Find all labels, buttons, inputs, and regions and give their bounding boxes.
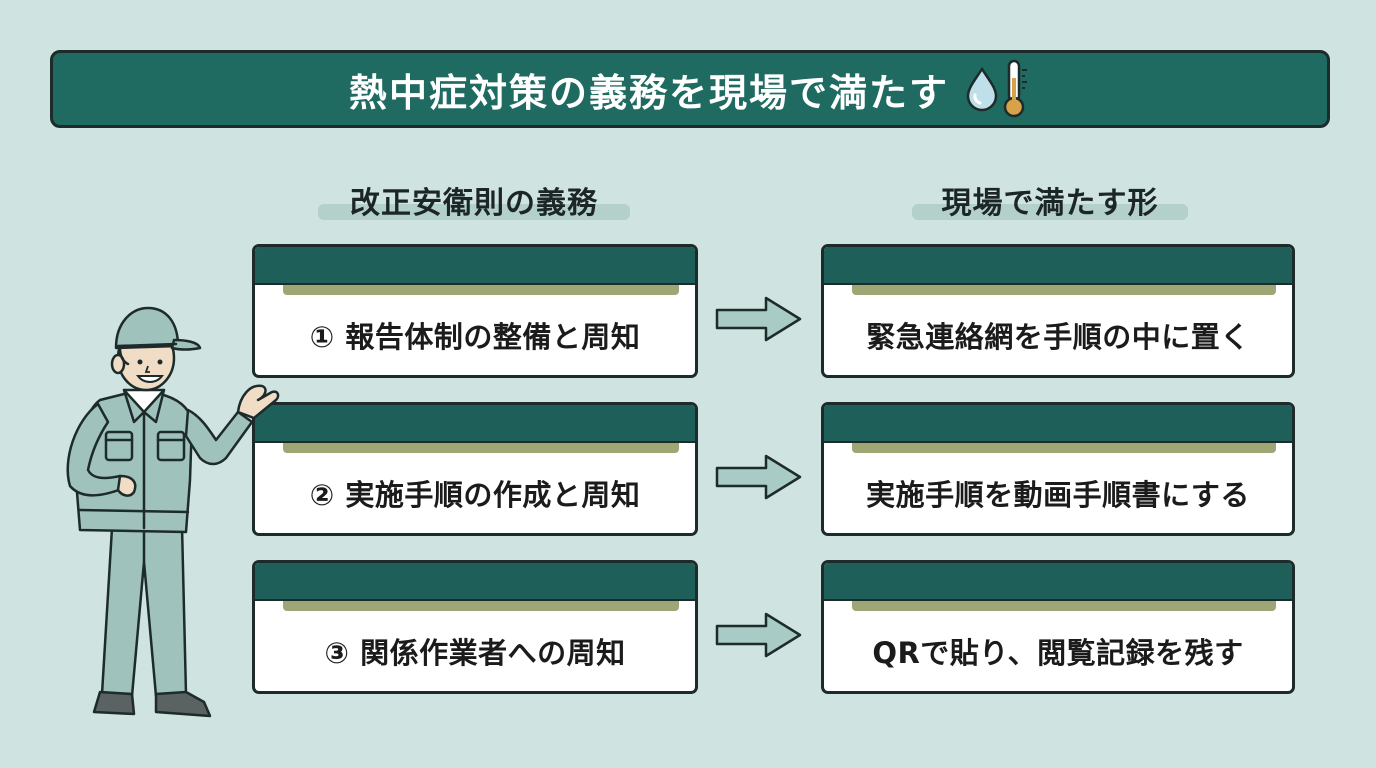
practice-label-2: 実施手順を動画手順書にする bbox=[866, 478, 1250, 512]
card-stripe bbox=[852, 285, 1276, 295]
title-banner: 熱中症対策の義務を現場で満たす bbox=[50, 50, 1330, 128]
practice-label-3: QRで貼り、閲覧記録を残す bbox=[872, 636, 1244, 670]
card-header-bar bbox=[255, 563, 695, 601]
card-stripe bbox=[283, 285, 679, 295]
card-stripe bbox=[852, 443, 1276, 453]
water-drop-icon bbox=[966, 66, 998, 112]
obligation-card-3: ③ 関係作業者への周知 bbox=[252, 560, 698, 694]
practice-card-3: QRで貼り、閲覧記録を残す bbox=[821, 560, 1295, 694]
right-column-header: 現場で満たす形 bbox=[912, 176, 1188, 224]
left-column-header: 改正安衛則の義務 bbox=[318, 176, 630, 224]
card-stripe bbox=[283, 601, 679, 611]
obligation-label-1: ① 報告体制の整備と周知 bbox=[309, 320, 641, 354]
title-icons bbox=[965, 58, 1031, 120]
obligation-card-2: ② 実施手順の作成と周知 bbox=[252, 402, 698, 536]
obligation-card-1: ① 報告体制の整備と周知 bbox=[252, 244, 698, 378]
thermometer-icon bbox=[1003, 59, 1027, 118]
practice-card-1: 緊急連絡網を手順の中に置く bbox=[821, 244, 1295, 378]
page-title: 熱中症対策の義務を現場で満たす bbox=[348, 70, 949, 115]
obligation-label-2: ② 実施手順の作成と周知 bbox=[309, 478, 641, 512]
card-header-bar bbox=[255, 247, 695, 285]
left-column-header-label: 改正安衛則の義務 bbox=[350, 186, 598, 221]
header-highlight bbox=[318, 204, 630, 220]
practice-card-2: 実施手順を動画手順書にする bbox=[821, 402, 1295, 536]
arrow-right-icon bbox=[715, 454, 802, 500]
obligation-label-3: ③ 関係作業者への周知 bbox=[324, 636, 626, 670]
header-highlight bbox=[912, 204, 1188, 220]
card-header-bar bbox=[824, 247, 1292, 285]
card-header-bar bbox=[824, 563, 1292, 601]
right-column-header-label: 現場で満たす形 bbox=[941, 186, 1159, 221]
card-header-bar bbox=[824, 405, 1292, 443]
card-stripe bbox=[283, 443, 679, 453]
worker-illustration bbox=[66, 306, 280, 718]
card-header-bar bbox=[255, 405, 695, 443]
practice-label-1: 緊急連絡網を手順の中に置く bbox=[866, 320, 1250, 354]
arrow-right-icon bbox=[715, 296, 802, 342]
arrow-right-icon bbox=[715, 612, 802, 658]
card-stripe bbox=[852, 601, 1276, 611]
